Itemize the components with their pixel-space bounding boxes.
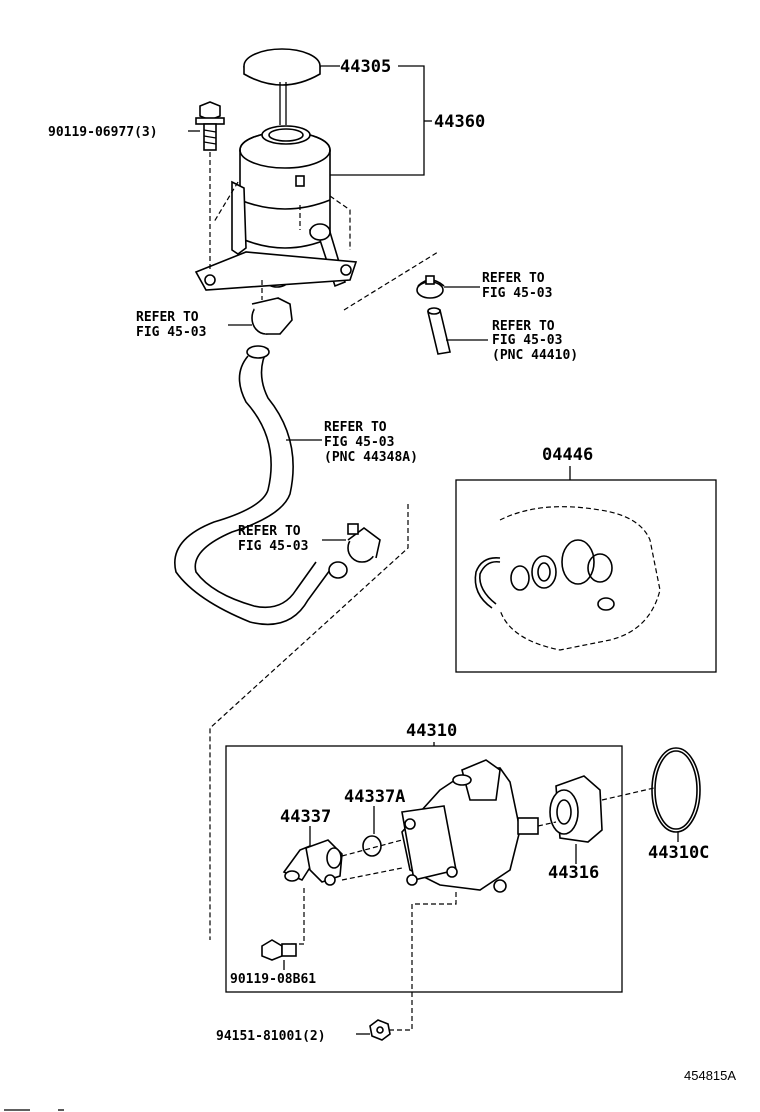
label-44310: 44310	[406, 721, 457, 741]
reservoir-bolt	[195, 101, 225, 151]
ref-clamp-left-1: REFER TO	[136, 310, 199, 325]
clamp-lower	[347, 523, 381, 563]
hose-main	[174, 345, 348, 626]
label-94151-81001: 94151-81001(2)	[216, 1029, 326, 1044]
ref-hose-main-3: (PNC 44348A)	[324, 450, 418, 465]
label-44305: 44305	[340, 57, 391, 77]
reservoir-bracket	[194, 180, 358, 291]
reservoir-cap	[243, 48, 321, 125]
gasket-kit-box	[455, 479, 717, 673]
ref-hose-main-2: FIG 45-03	[324, 435, 394, 450]
ref-hose-right-3: (PNC 44410)	[492, 348, 578, 363]
figure-id: 454815A	[684, 1068, 736, 1083]
pump-body	[401, 759, 539, 893]
label-90119-08b61: 90119-08B61	[230, 972, 316, 987]
ref-hose-main-1: REFER TO	[324, 420, 387, 435]
label-44337: 44337	[280, 807, 331, 827]
ref-hose-right-1: REFER TO	[492, 319, 555, 334]
cam-ring-44316	[549, 775, 603, 843]
ref-hose-right-2: FIG 45-03	[492, 333, 562, 348]
nut-94151-81001	[369, 1019, 391, 1041]
label-44316: 44316	[548, 863, 599, 883]
oring-44310c	[651, 747, 701, 833]
ref-clamp-right-2: FIG 45-03	[482, 286, 552, 301]
oring-44337a	[362, 835, 382, 857]
ref-clamp-right-1: REFER TO	[482, 271, 545, 286]
label-44360: 44360	[434, 112, 485, 132]
bolt-90119-08b61	[261, 939, 297, 961]
hose-short-right	[427, 307, 451, 355]
label-44310c: 44310C	[648, 843, 709, 863]
clamp-right	[416, 275, 445, 299]
union-44337	[282, 839, 343, 886]
gasket-kit-parts	[474, 506, 661, 651]
ref-clamp-left-2: FIG 45-03	[136, 325, 206, 340]
label-04446: 04446	[542, 445, 593, 465]
pump-assy-box	[225, 745, 623, 993]
label-90119-06977: 90119-06977(3)	[48, 125, 158, 140]
ref-clamp-lower-1: REFER TO	[238, 524, 301, 539]
ref-clamp-lower-2: FIG 45-03	[238, 539, 308, 554]
clamp-left	[251, 297, 293, 335]
label-44337a: 44337A	[344, 787, 405, 807]
